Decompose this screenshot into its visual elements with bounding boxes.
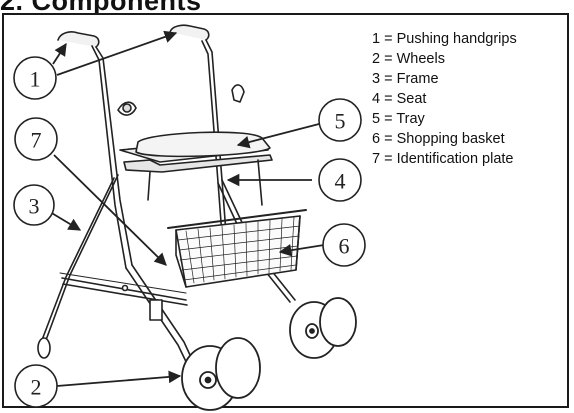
callout-6 bbox=[322, 223, 366, 267]
legend-number: 6 bbox=[372, 131, 381, 147]
legend-number: 1 bbox=[372, 31, 381, 47]
legend-equals: = bbox=[380, 111, 397, 127]
legend-number: 3 bbox=[372, 71, 381, 87]
callout-6-label: 6 bbox=[339, 234, 350, 259]
legend-label: Identification plate bbox=[396, 151, 514, 167]
legend-label: Shopping basket bbox=[396, 131, 505, 147]
callout-7 bbox=[14, 117, 58, 161]
legend-label: Wheels bbox=[396, 51, 445, 67]
legend-equals: = bbox=[380, 151, 397, 167]
legend-number: 5 bbox=[372, 111, 381, 127]
section-heading: 2. Components bbox=[0, 0, 202, 16]
legend-item: 6 = Shopping basket bbox=[372, 129, 517, 149]
legend-item: 4 = Seat bbox=[372, 89, 517, 109]
legend-label: Frame bbox=[396, 71, 439, 87]
callout-3 bbox=[13, 184, 55, 226]
legend-item: 5 = Tray bbox=[372, 109, 517, 129]
callout-5-label: 5 bbox=[335, 109, 346, 134]
callout-7-label: 7 bbox=[31, 128, 42, 153]
callout-5 bbox=[318, 98, 362, 142]
callout-3-label: 3 bbox=[29, 194, 40, 219]
callout-4 bbox=[318, 158, 362, 202]
diagram-frame bbox=[2, 13, 569, 408]
legend-equals: = bbox=[380, 71, 397, 87]
legend-item: 2 = Wheels bbox=[372, 49, 517, 69]
callout-2-label: 2 bbox=[31, 375, 42, 400]
legend-item: 1 = Pushing handgrips bbox=[372, 29, 517, 49]
callout-arrows bbox=[49, 30, 325, 387]
legend-item: 3 = Frame bbox=[372, 69, 517, 89]
legend-equals: = bbox=[380, 131, 397, 147]
legend-label: Seat bbox=[396, 91, 427, 107]
legend-equals: = bbox=[380, 31, 397, 47]
legend-equals: = bbox=[380, 91, 397, 107]
callout-4-label: 4 bbox=[335, 169, 346, 194]
legend-equals: = bbox=[380, 51, 397, 67]
legend-item: 7 = Identification plate bbox=[372, 149, 517, 169]
legend-number: 7 bbox=[372, 151, 381, 167]
legend-label: Pushing handgrips bbox=[396, 31, 517, 47]
legend-number: 2 bbox=[372, 51, 381, 67]
callout-2 bbox=[14, 364, 58, 408]
callout-1-label: 1 bbox=[30, 67, 41, 92]
legend-number: 4 bbox=[372, 91, 381, 107]
walker-frame bbox=[37, 24, 357, 411]
callout-circles bbox=[13, 56, 366, 408]
callout-1 bbox=[13, 56, 57, 100]
legend-label: Tray bbox=[396, 111, 425, 127]
component-legend: 1 = Pushing handgrips 2 = Wheels 3 = Fra… bbox=[372, 29, 517, 169]
